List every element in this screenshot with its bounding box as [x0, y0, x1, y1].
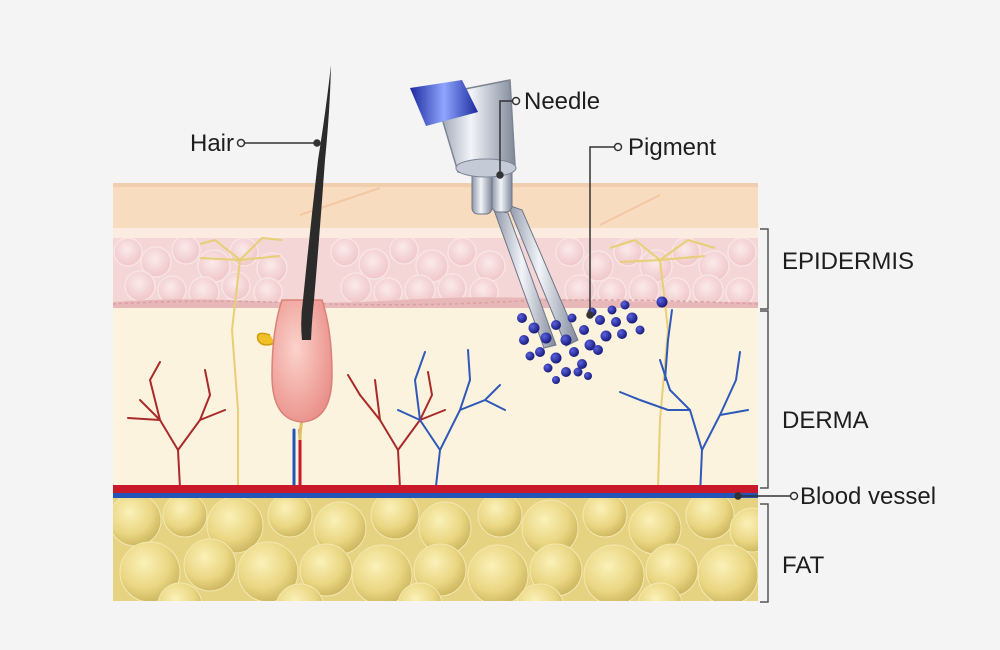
hair-label: Hair [190, 130, 235, 157]
leader-lines [236, 96, 799, 501]
fat-label: FAT [782, 552, 825, 579]
epidermis-label: EPIDERMIS [782, 248, 915, 275]
pigment-label: Pigment [628, 134, 717, 161]
epidermis-layer [112, 238, 759, 308]
needle-label: Needle [524, 88, 601, 115]
derma-label: DERMA [782, 407, 869, 434]
pigment-dots [517, 296, 668, 384]
blood-vessel-strip [113, 485, 758, 498]
hair-shaft [301, 65, 331, 340]
fat-layer [113, 498, 758, 601]
hair-follicle [256, 299, 333, 441]
tattoo-needle [410, 79, 579, 349]
surface-layer [113, 183, 758, 238]
blood-vessel-label: Blood vessel [800, 483, 937, 510]
derma-layer [113, 308, 758, 488]
layer-brackets [760, 228, 769, 603]
